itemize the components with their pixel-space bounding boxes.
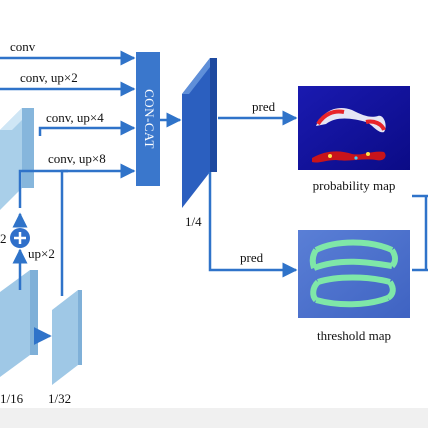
label-conv-up2: conv, up×2 <box>20 70 78 85</box>
fpn-feature-map-1-32 <box>52 290 82 385</box>
fused-scale: 1/4 <box>185 214 202 229</box>
plus-left-label: 2 <box>0 231 7 246</box>
scale-1-16: 1/16 <box>0 391 24 406</box>
pred-top-label: pred <box>252 99 276 114</box>
scale-1-32: 1/32 <box>48 391 71 406</box>
up2-label: up×2 <box>28 246 55 261</box>
arrow-conv-up4 <box>38 120 136 136</box>
probability-map-image <box>298 86 410 170</box>
plus-icon <box>14 232 26 244</box>
threshold-map-label: threshold map <box>317 328 391 343</box>
label-conv: conv <box>10 39 36 54</box>
bottom-band <box>0 408 428 428</box>
label-conv-up8: conv, up×8 <box>48 151 106 166</box>
threshold-map-image <box>298 230 410 318</box>
output-connectors <box>412 194 428 272</box>
elementwise-add <box>10 228 30 248</box>
arrow-conv-up8 <box>18 169 68 208</box>
concat-block: CON-CAT <box>136 52 160 186</box>
probability-map-label: probability map <box>313 178 396 193</box>
pred-bottom-label: pred <box>240 250 264 265</box>
label-conv-up4: conv, up×4 <box>46 110 104 125</box>
concat-label: CON-CAT <box>142 89 157 149</box>
fpn-feature-map-upper <box>0 108 34 210</box>
branch-arrows <box>0 50 136 296</box>
fused-feature-map <box>182 58 217 208</box>
arrow-conv-up8-b <box>60 163 136 296</box>
arrow-pred-bottom <box>208 172 298 278</box>
pred-arrows <box>208 110 298 278</box>
